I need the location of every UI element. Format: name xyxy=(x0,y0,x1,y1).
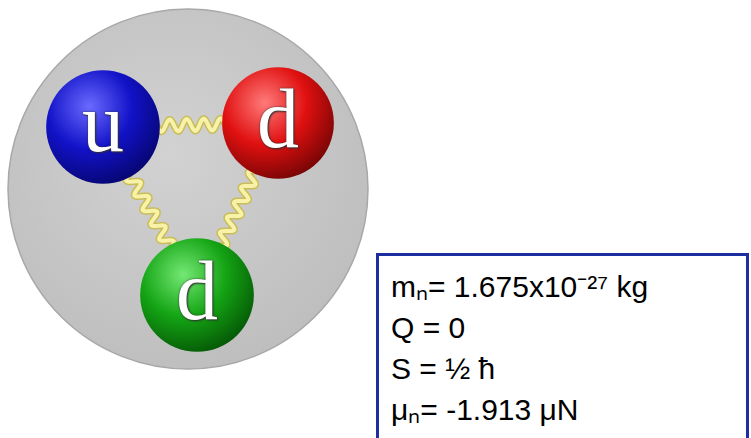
down-quark: d xyxy=(139,237,255,353)
property-box: mₙ= 1.675x10⁻²⁷ kgQ = 0S = ½ ħμₙ= -1.913… xyxy=(376,253,749,438)
quark-letter: d xyxy=(139,237,255,353)
quark-letter: d xyxy=(221,66,335,180)
property-line: mₙ= 1.675x10⁻²⁷ kg xyxy=(391,266,734,307)
down-quark: d xyxy=(221,66,335,180)
property-line: Q = 0 xyxy=(391,307,734,348)
gluon-line xyxy=(126,174,174,248)
gluon-line xyxy=(157,118,225,131)
property-line: S = ½ ħ xyxy=(391,348,734,389)
property-line: μₙ= -1.913 μN xyxy=(391,389,734,430)
quark-letter: u xyxy=(45,69,161,185)
up-quark: u xyxy=(45,69,161,185)
neutron-body xyxy=(8,9,368,369)
gluon-line xyxy=(220,171,256,246)
